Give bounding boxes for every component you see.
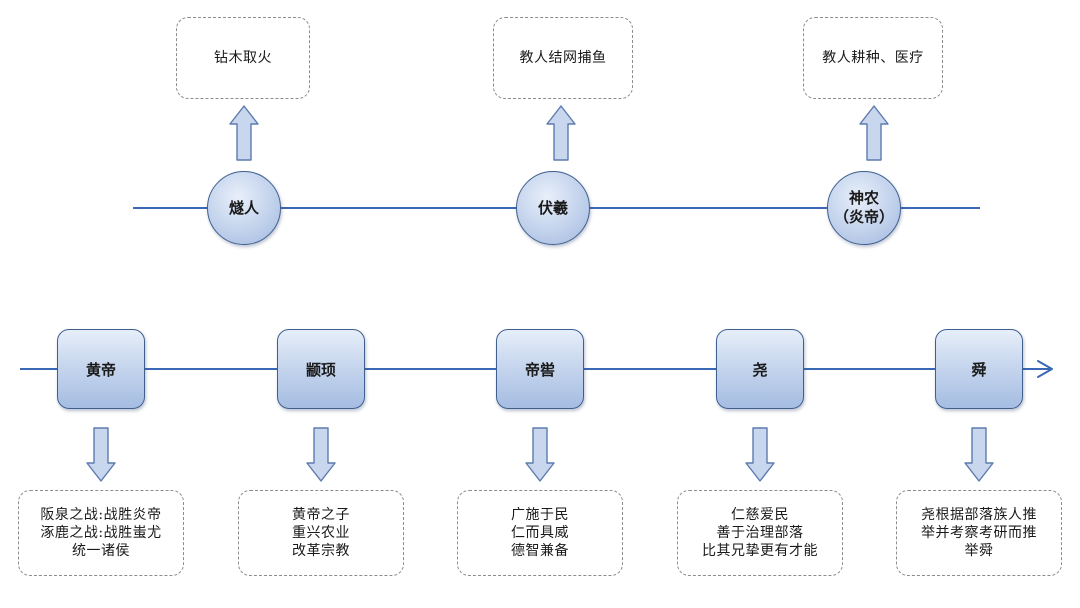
achievement-box-suiren: 钻木取火 [176,17,310,99]
achievement-box-huangdi: 阪泉之战:战胜炎帝 涿鹿之战:战胜蚩尤 统一诸侯 [18,490,184,576]
achievement-box-shennong: 教人耕种、医疗 [803,17,943,99]
node-label: 黄帝 [85,360,116,379]
achievement-line: 德智兼备 [511,543,569,559]
down-arrow-huangdi [86,427,116,482]
node-suiren: 燧人 [207,171,281,245]
achievement-line: 尧根据部落族人推 [921,507,1037,523]
node-yao: 尧 [716,329,804,409]
achievement-box-shun: 尧根据部落族人推 举并考察考研而推 举舜 [896,490,1062,576]
node-shennong: 神农 （炎帝） [827,171,901,245]
achievement-line: 善于治理部落 [716,525,804,541]
achievement-box-fuxi: 教人结网捕鱼 [493,17,633,99]
achievement-box-zhuanxu: 黄帝之子 重兴农业 改革宗教 [238,490,404,576]
achievement-line: 比其兄挚更有才能 [702,543,818,559]
node-fuxi: 伏羲 [516,171,590,245]
achievement-box-diku: 广施于民 仁而具威 德智兼备 [457,490,623,576]
down-arrow-shun [964,427,994,482]
node-label: 燧人 [228,198,259,217]
down-arrow-zhuanxu [306,427,336,482]
achievement-line: 广施于民 [511,507,569,523]
down-arrow-yao [745,427,775,482]
achievement-line: 涿鹿之战:战胜蚩尤 [40,525,162,541]
achievement-box-yao: 仁慈爱民 善于治理部落 比其兄挚更有才能 [677,490,843,576]
node-sublabel: （炎帝） [833,208,894,226]
node-huangdi: 黄帝 [57,329,145,409]
achievement-line: 改革宗教 [292,543,350,559]
achievement-line: 黄帝之子 [292,507,350,523]
down-arrow-diku [525,427,555,482]
up-arrow-shennong [859,105,889,161]
achievement-line: 举舜 [964,543,994,559]
node-zhuanxu: 颛顼 [277,329,365,409]
node-label: 颛顼 [305,360,336,379]
node-label: 尧 [752,360,768,379]
achievement-line: 统一诸侯 [72,543,130,559]
achievement-line: 教人结网捕鱼 [519,50,607,66]
node-label: 神农 [848,189,879,207]
achievement-line: 仁慈爱民 [731,507,789,523]
achievement-line: 钻木取火 [214,50,272,66]
achievement-line: 阪泉之战:战胜炎帝 [40,507,162,523]
bottom-timeline-arrowhead [1037,360,1053,378]
node-label: 伏羲 [537,198,568,217]
node-label: 舜 [971,360,987,379]
up-arrow-suiren [229,105,259,161]
achievement-line: 重兴农业 [292,525,350,541]
up-arrow-fuxi [546,105,576,161]
achievement-line: 仁而具威 [511,525,569,541]
node-diku: 帝喾 [496,329,584,409]
node-label: 帝喾 [524,360,555,379]
node-shun: 舜 [935,329,1023,409]
achievement-line: 教人耕种、医疗 [822,50,924,66]
achievement-line: 举并考察考研而推 [921,525,1037,541]
